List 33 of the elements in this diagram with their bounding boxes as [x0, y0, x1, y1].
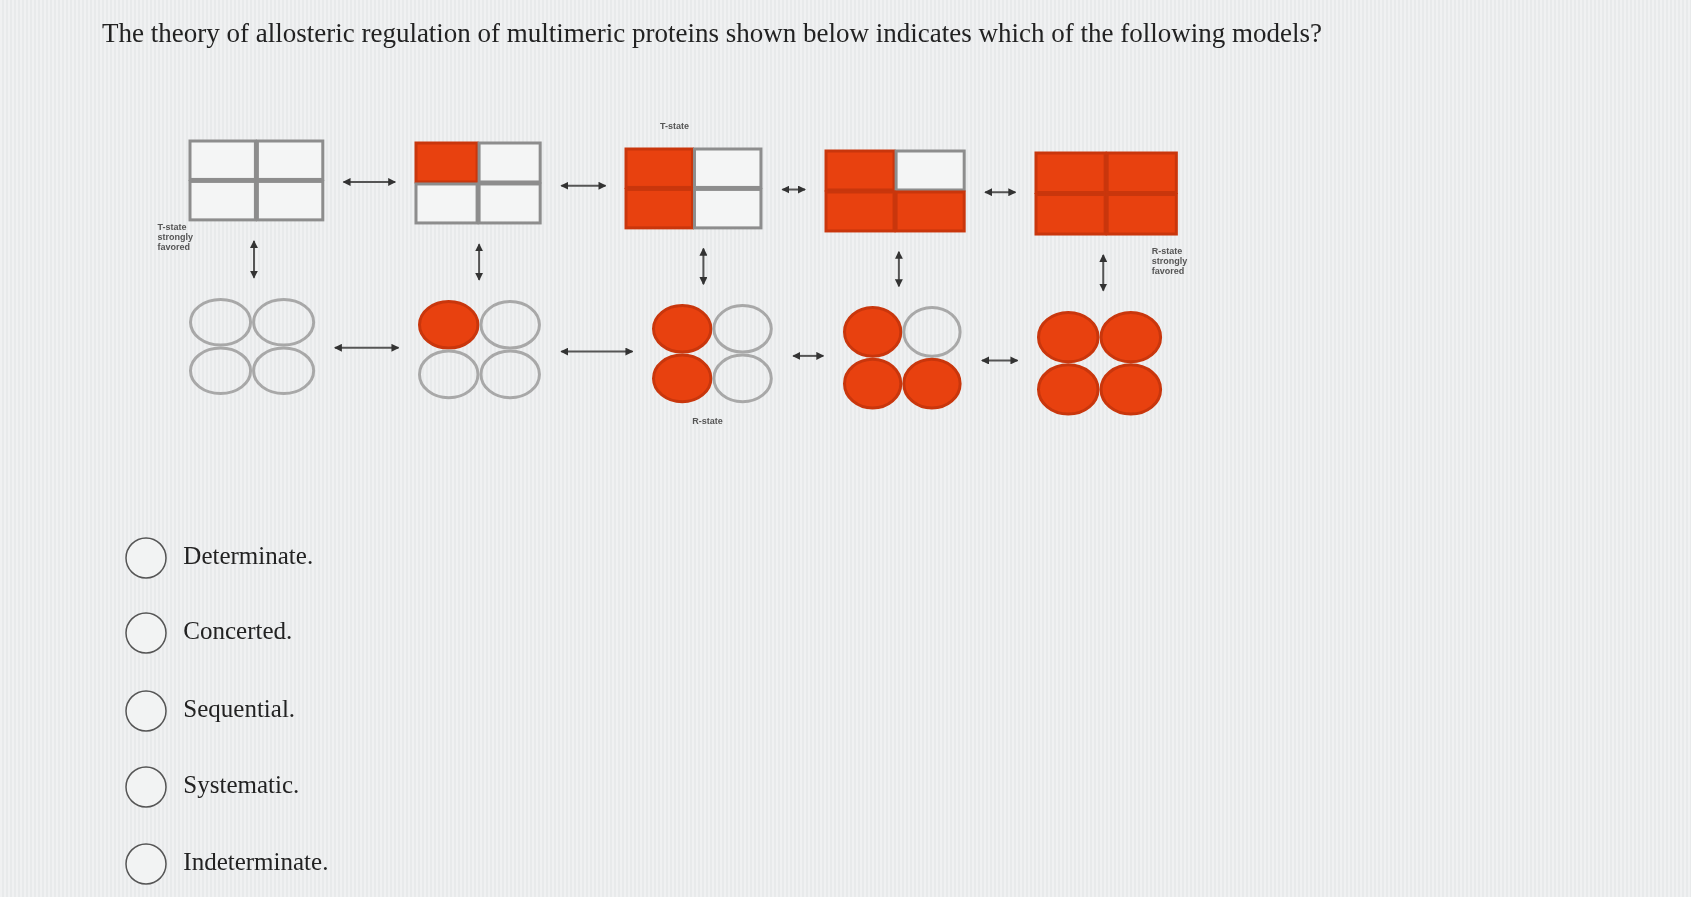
state-label: R-state strongly favored [1151, 245, 1189, 276]
equilibrium-arrow [984, 188, 1017, 197]
equilibrium-arrow [699, 247, 708, 286]
equilibrium-arrow [560, 347, 634, 356]
answer-option: Systematic. [183, 771, 300, 800]
equilibrium-arrow [333, 343, 400, 352]
equilibrium-arrow [249, 240, 258, 279]
subunit-grid-drawing [825, 149, 966, 232]
equilibrium-arrow [1099, 254, 1108, 292]
answer-option: Sequential. [183, 694, 296, 723]
answer-option: Concerted. [183, 617, 293, 646]
equilibrium-arrow [781, 185, 806, 194]
subunit-circles-drawing [652, 304, 774, 404]
equilibrium-arrow [980, 356, 1019, 365]
subunit-grid-drawing [1035, 152, 1178, 236]
question-text: The theory of allosteric regulation of multimeric proteins shown below indicates which of the following models? [102, 18, 1322, 49]
subunit-circles-drawing [188, 297, 315, 395]
subunit-circles-drawing [1037, 310, 1163, 416]
equilibrium-arrow [560, 181, 607, 190]
subunit-circles-drawing [418, 299, 542, 399]
subunit-grid-drawing [188, 140, 324, 222]
state-label: T-state strongly favored [157, 222, 194, 253]
subunit-circles-drawing [843, 306, 962, 410]
equilibrium-arrow [475, 243, 484, 281]
subunit-grid-drawing [625, 147, 763, 229]
state-label: T-state [660, 120, 690, 131]
answer-option: Indeterminate. [183, 847, 329, 876]
subunit-grid-drawing [415, 142, 542, 225]
equilibrium-arrow [792, 351, 825, 360]
answer-option: Determinate. [183, 541, 314, 570]
state-label: R-state [692, 416, 724, 427]
equilibrium-arrow [894, 250, 903, 288]
equilibrium-arrow [342, 178, 397, 186]
